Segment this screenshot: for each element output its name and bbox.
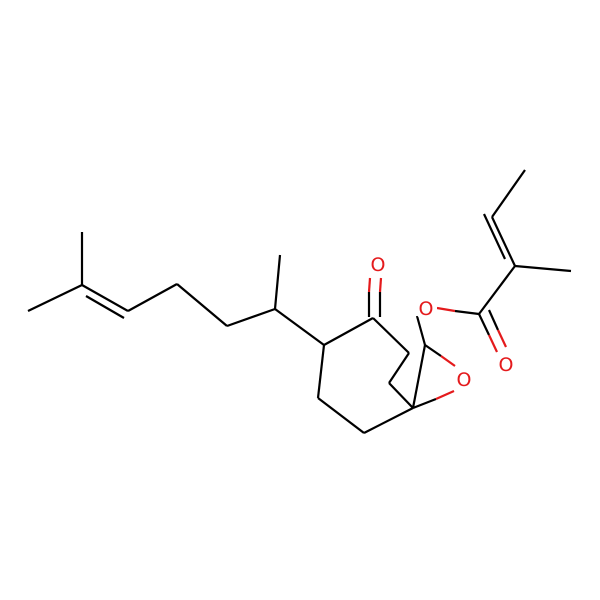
epoxide-group [412,344,456,410]
bond-alkene-ester-1 [491,216,516,267]
bond-ring-e [372,317,410,354]
bond-alpha-methyl [514,264,572,273]
bond-ring-d [323,317,374,346]
bond-ring-c [363,407,414,434]
bond-epox-c2 [412,397,437,410]
bond-ketone-1-o [367,277,372,293]
bond-alkene-main [81,284,129,312]
bond-epox-c1 [424,344,442,357]
bond-alkene-second [85,295,125,319]
bond-carbonyl-1-o [488,334,498,353]
bond-carbonyl-1 [478,313,490,336]
bond-ring-a [316,344,326,399]
bond-ester-o-c [436,306,456,313]
bond-epoxide-cc [411,344,427,409]
side-chain [27,232,325,346]
bond-chain-to-ring [274,308,325,346]
bond-chain-3 [226,307,276,328]
bond-branch-methyl [273,254,282,310]
bond-ester-alpha [478,265,516,315]
bond-bridge-1 [388,352,410,384]
carbonyl-oxygen-label: O [499,354,514,376]
bond-c-to-ester [415,315,427,346]
bond-epox-c1-o [440,355,456,367]
bond-carbonyl-2 [487,309,500,331]
bond-epox-c2-o [435,389,455,401]
bond-ketone-2-o [378,277,383,293]
atom-labels: O O O O [367,254,517,391]
epoxide-oxygen-label: O [457,369,472,391]
ring-system [316,315,427,434]
bond-ester-o-c-2 [454,309,480,316]
ketone-oxygen-label: O [371,254,386,276]
bond-carbonyl-2-o [497,329,507,348]
ester-oxygen-label: O [419,298,434,320]
bond-alkene-ester-2 [483,213,506,260]
ketone-group [367,277,383,317]
bond-chain-2 [176,283,228,327]
bond-bridge-2 [388,382,414,409]
bond-terminal-methyl [491,169,526,218]
bond-methyl-left [27,284,83,312]
ester-group [436,169,572,353]
bond-ring-b [317,397,365,434]
bond-chain-1 [127,283,178,312]
